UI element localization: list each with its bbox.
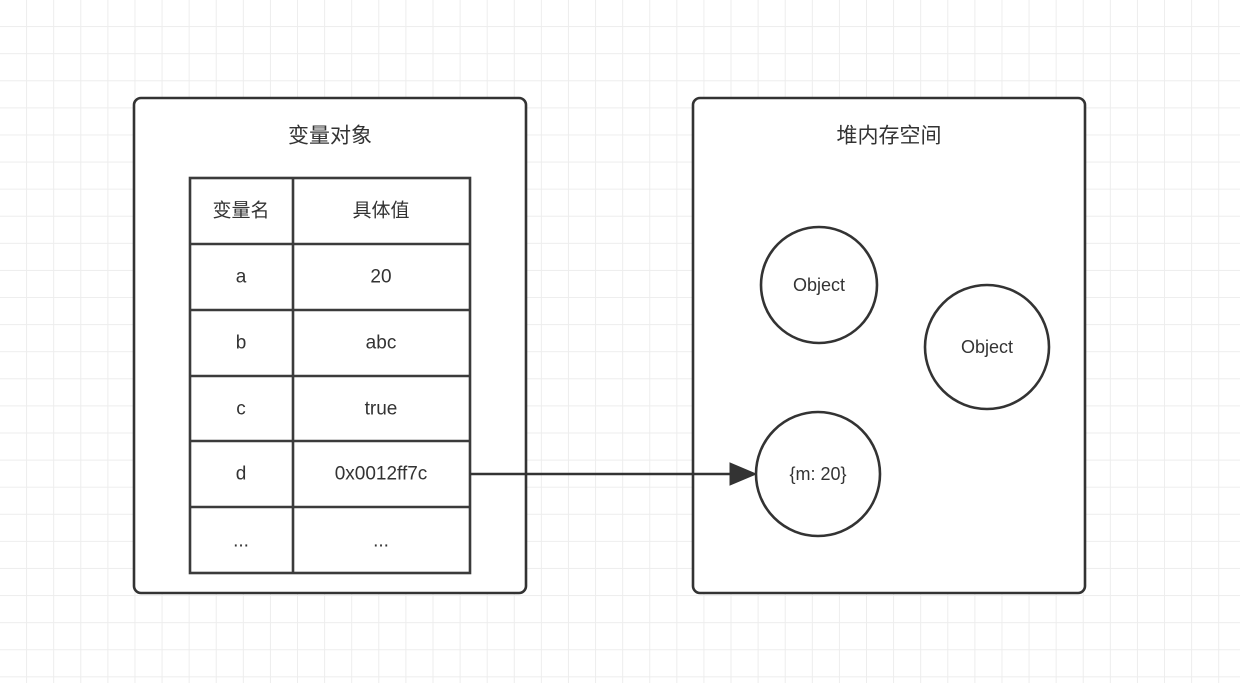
pointer-connector-arrowhead [729, 462, 758, 486]
heap-object-circle-1[interactable] [759, 225, 879, 345]
heap-object-circle-3[interactable] [754, 410, 882, 538]
heap-object-circle-2[interactable] [923, 283, 1051, 411]
